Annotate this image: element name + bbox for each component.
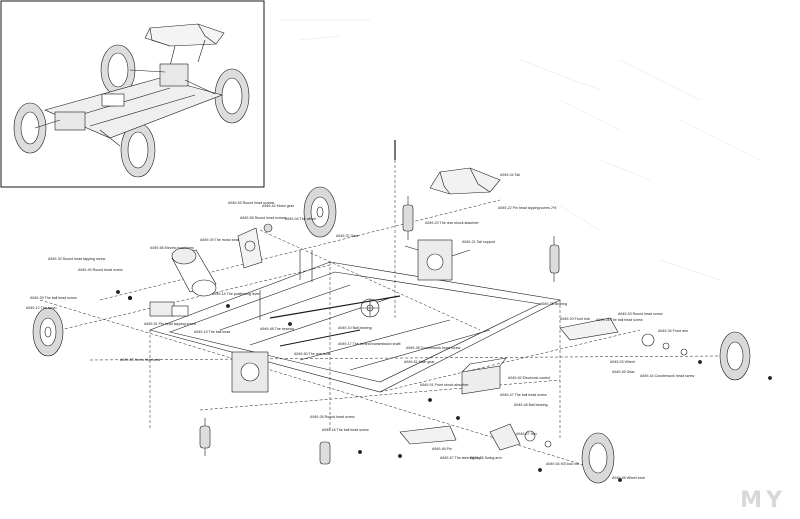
spur-gear xyxy=(360,298,380,318)
part-label: A949-38 Countersunk head screw xyxy=(406,346,461,350)
part-label: A949-26 Round head screw xyxy=(310,415,355,419)
part-label: A949-25 Bearing xyxy=(540,302,567,306)
part-label: A949-03 Wheel xyxy=(610,360,635,364)
front-gearbox xyxy=(231,351,269,393)
part-label: A949-23 The rear shock absorber xyxy=(425,221,479,225)
part-label: A949-51 Pin head tapping screw xyxy=(144,322,196,326)
part-label: A949-21 Tail support xyxy=(462,240,495,244)
assembled-car-illustration xyxy=(13,23,250,178)
part-label: A949-62 Electronic control xyxy=(508,376,551,380)
rear-wing xyxy=(429,167,501,195)
part-label: A949-48 The bearing xyxy=(260,327,294,331)
part-label: A949-32 Round head tapping screw xyxy=(48,257,106,261)
rear-left-wheel xyxy=(303,186,337,238)
part-label: A949-46 Pin xyxy=(432,447,452,451)
part-label: A949-04 Tail xyxy=(500,173,520,177)
part-label: A949-17 The central transmission shaft xyxy=(338,342,401,346)
part-label: A949-61 Main gear xyxy=(404,360,435,364)
background-artifacts xyxy=(280,19,761,281)
swing-arm xyxy=(399,425,457,445)
part-label: A949-01 Front shock absorber xyxy=(420,383,469,387)
part-label: A949-14 The positioning lever xyxy=(212,292,260,296)
electric-motor xyxy=(171,247,217,297)
part-label: A949-39 The ball head screw xyxy=(30,296,77,300)
motor-seat xyxy=(237,227,263,269)
part-label: A949-59 Gear xyxy=(612,370,635,374)
rear-shock-absorbers xyxy=(402,196,560,282)
part-label: A949-16 The ball head screw xyxy=(322,428,369,432)
assembly-lines xyxy=(39,140,721,471)
part-label: A949-56 Electric machinery xyxy=(150,246,194,250)
part-label: A949-57 The steering cup xyxy=(440,456,482,460)
part-label: A949-37 Gear xyxy=(336,234,359,238)
front-right-wheel xyxy=(719,331,751,381)
front-shock-absorber-2 xyxy=(319,441,331,465)
drive-shafts xyxy=(259,140,401,347)
part-label: A949-55 Round head screws xyxy=(240,216,287,220)
servo xyxy=(149,301,189,317)
part-label: A949-44 Countersunk head screw xyxy=(640,374,695,378)
part-label: A949-47 The ball head screw xyxy=(500,393,547,397)
part-label: A949-40 Round head screw xyxy=(78,268,123,272)
part-label: A949-15 The ball head xyxy=(194,330,231,334)
part-label: A949-48 Ball bearing xyxy=(514,403,548,407)
part-label: A949-27 Hex xyxy=(516,432,537,436)
part-label: A949-10 Ball bearing xyxy=(338,326,372,330)
part-label: A949-63 Servo fixed seat xyxy=(120,358,161,362)
front-left-wheel xyxy=(32,307,64,357)
rear-right-wheel xyxy=(581,432,615,484)
motor-gear xyxy=(263,223,273,233)
front-hub xyxy=(489,423,552,451)
rear-gearbox xyxy=(404,239,471,281)
part-label: A949-34 Front arm xyxy=(658,329,689,333)
part-label: A949-53 Round head screws xyxy=(228,201,275,205)
part-label: A949-50 The rear axle xyxy=(294,352,330,356)
part-label: A949-12 The servo xyxy=(26,306,57,310)
part-label: A949-04 The wheel xyxy=(285,217,317,221)
part-label: A949-22 Pin head tapping screw 2*8 xyxy=(498,206,557,210)
electronic-control-unit xyxy=(461,357,507,395)
part-label: A949-05 Swing arm xyxy=(470,456,502,460)
part-label: A949-42 Motor gear xyxy=(262,204,294,208)
part-label: A949-58 Wheel seat xyxy=(612,476,645,480)
watermark: MY xyxy=(740,488,786,513)
part-label: A949-64 M3 lock nut xyxy=(546,462,579,466)
front-arm xyxy=(559,317,688,356)
small-parts xyxy=(116,290,772,482)
assembled-car-inset-frame xyxy=(0,0,265,188)
part-label: A949-09 The motor seat xyxy=(200,238,239,242)
part-label: A949-28 The ball head screw xyxy=(596,318,643,322)
part-label: A949-43 Round head screw xyxy=(618,312,663,316)
part-label: A949-20 Front hub xyxy=(560,317,590,321)
front-shock-absorber xyxy=(199,418,211,456)
